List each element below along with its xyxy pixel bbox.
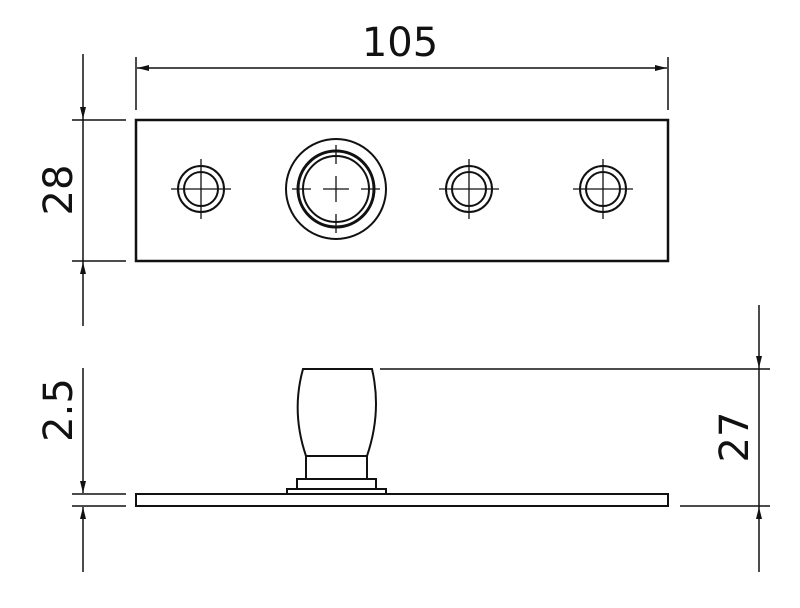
side-view	[72, 305, 770, 572]
width-dimension	[135, 57, 669, 110]
height-label: 28	[36, 165, 82, 216]
thickness-label: 2.5	[36, 378, 82, 442]
total-height-label: 27	[712, 412, 758, 463]
pivot-boss	[285, 138, 387, 240]
screw-hole-2	[439, 159, 499, 219]
top-view	[72, 54, 670, 326]
screw-hole-1	[171, 159, 231, 219]
height-dimension	[72, 54, 126, 326]
pivot-pin-profile	[286, 368, 387, 495]
plate-profile	[135, 493, 669, 507]
width-label: 105	[362, 20, 438, 66]
plate-outline	[134, 118, 670, 263]
screw-hole-3	[573, 159, 633, 219]
thickness-dimension	[72, 368, 126, 572]
total-height-dimension	[380, 305, 770, 572]
